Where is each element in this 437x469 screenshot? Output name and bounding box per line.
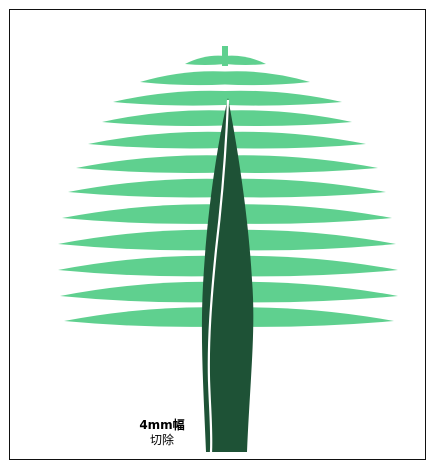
cut-annotation: 4mm幅 切除 <box>138 418 186 448</box>
leaflet-right <box>225 179 386 198</box>
leaflet-right <box>225 56 266 65</box>
cut-action-label: 切除 <box>138 433 186 448</box>
leaflet-left <box>64 307 225 327</box>
cut-width-label: 4mm幅 <box>138 418 186 433</box>
leaflet-left <box>60 282 225 303</box>
leaflet-left <box>102 110 225 126</box>
leaflet-right <box>225 204 392 224</box>
leaflet-left <box>68 179 225 198</box>
leaflet-right <box>225 132 366 149</box>
leaflet-right <box>225 230 396 251</box>
leaflet-right <box>225 71 310 85</box>
leaflet-right <box>225 91 342 106</box>
stem-group <box>202 98 253 452</box>
leaflet-left <box>185 56 225 65</box>
leaflet-left <box>76 155 225 173</box>
leaflet-left <box>88 132 225 149</box>
leaflet-left <box>58 256 225 277</box>
leaflet-left <box>140 71 225 85</box>
rachis-tip <box>222 46 228 66</box>
leaflet-left <box>62 204 225 224</box>
leaflet-left <box>58 230 225 251</box>
leaflet-right <box>225 155 378 173</box>
leaflet-left <box>113 91 225 106</box>
leaflet-right <box>225 110 352 126</box>
